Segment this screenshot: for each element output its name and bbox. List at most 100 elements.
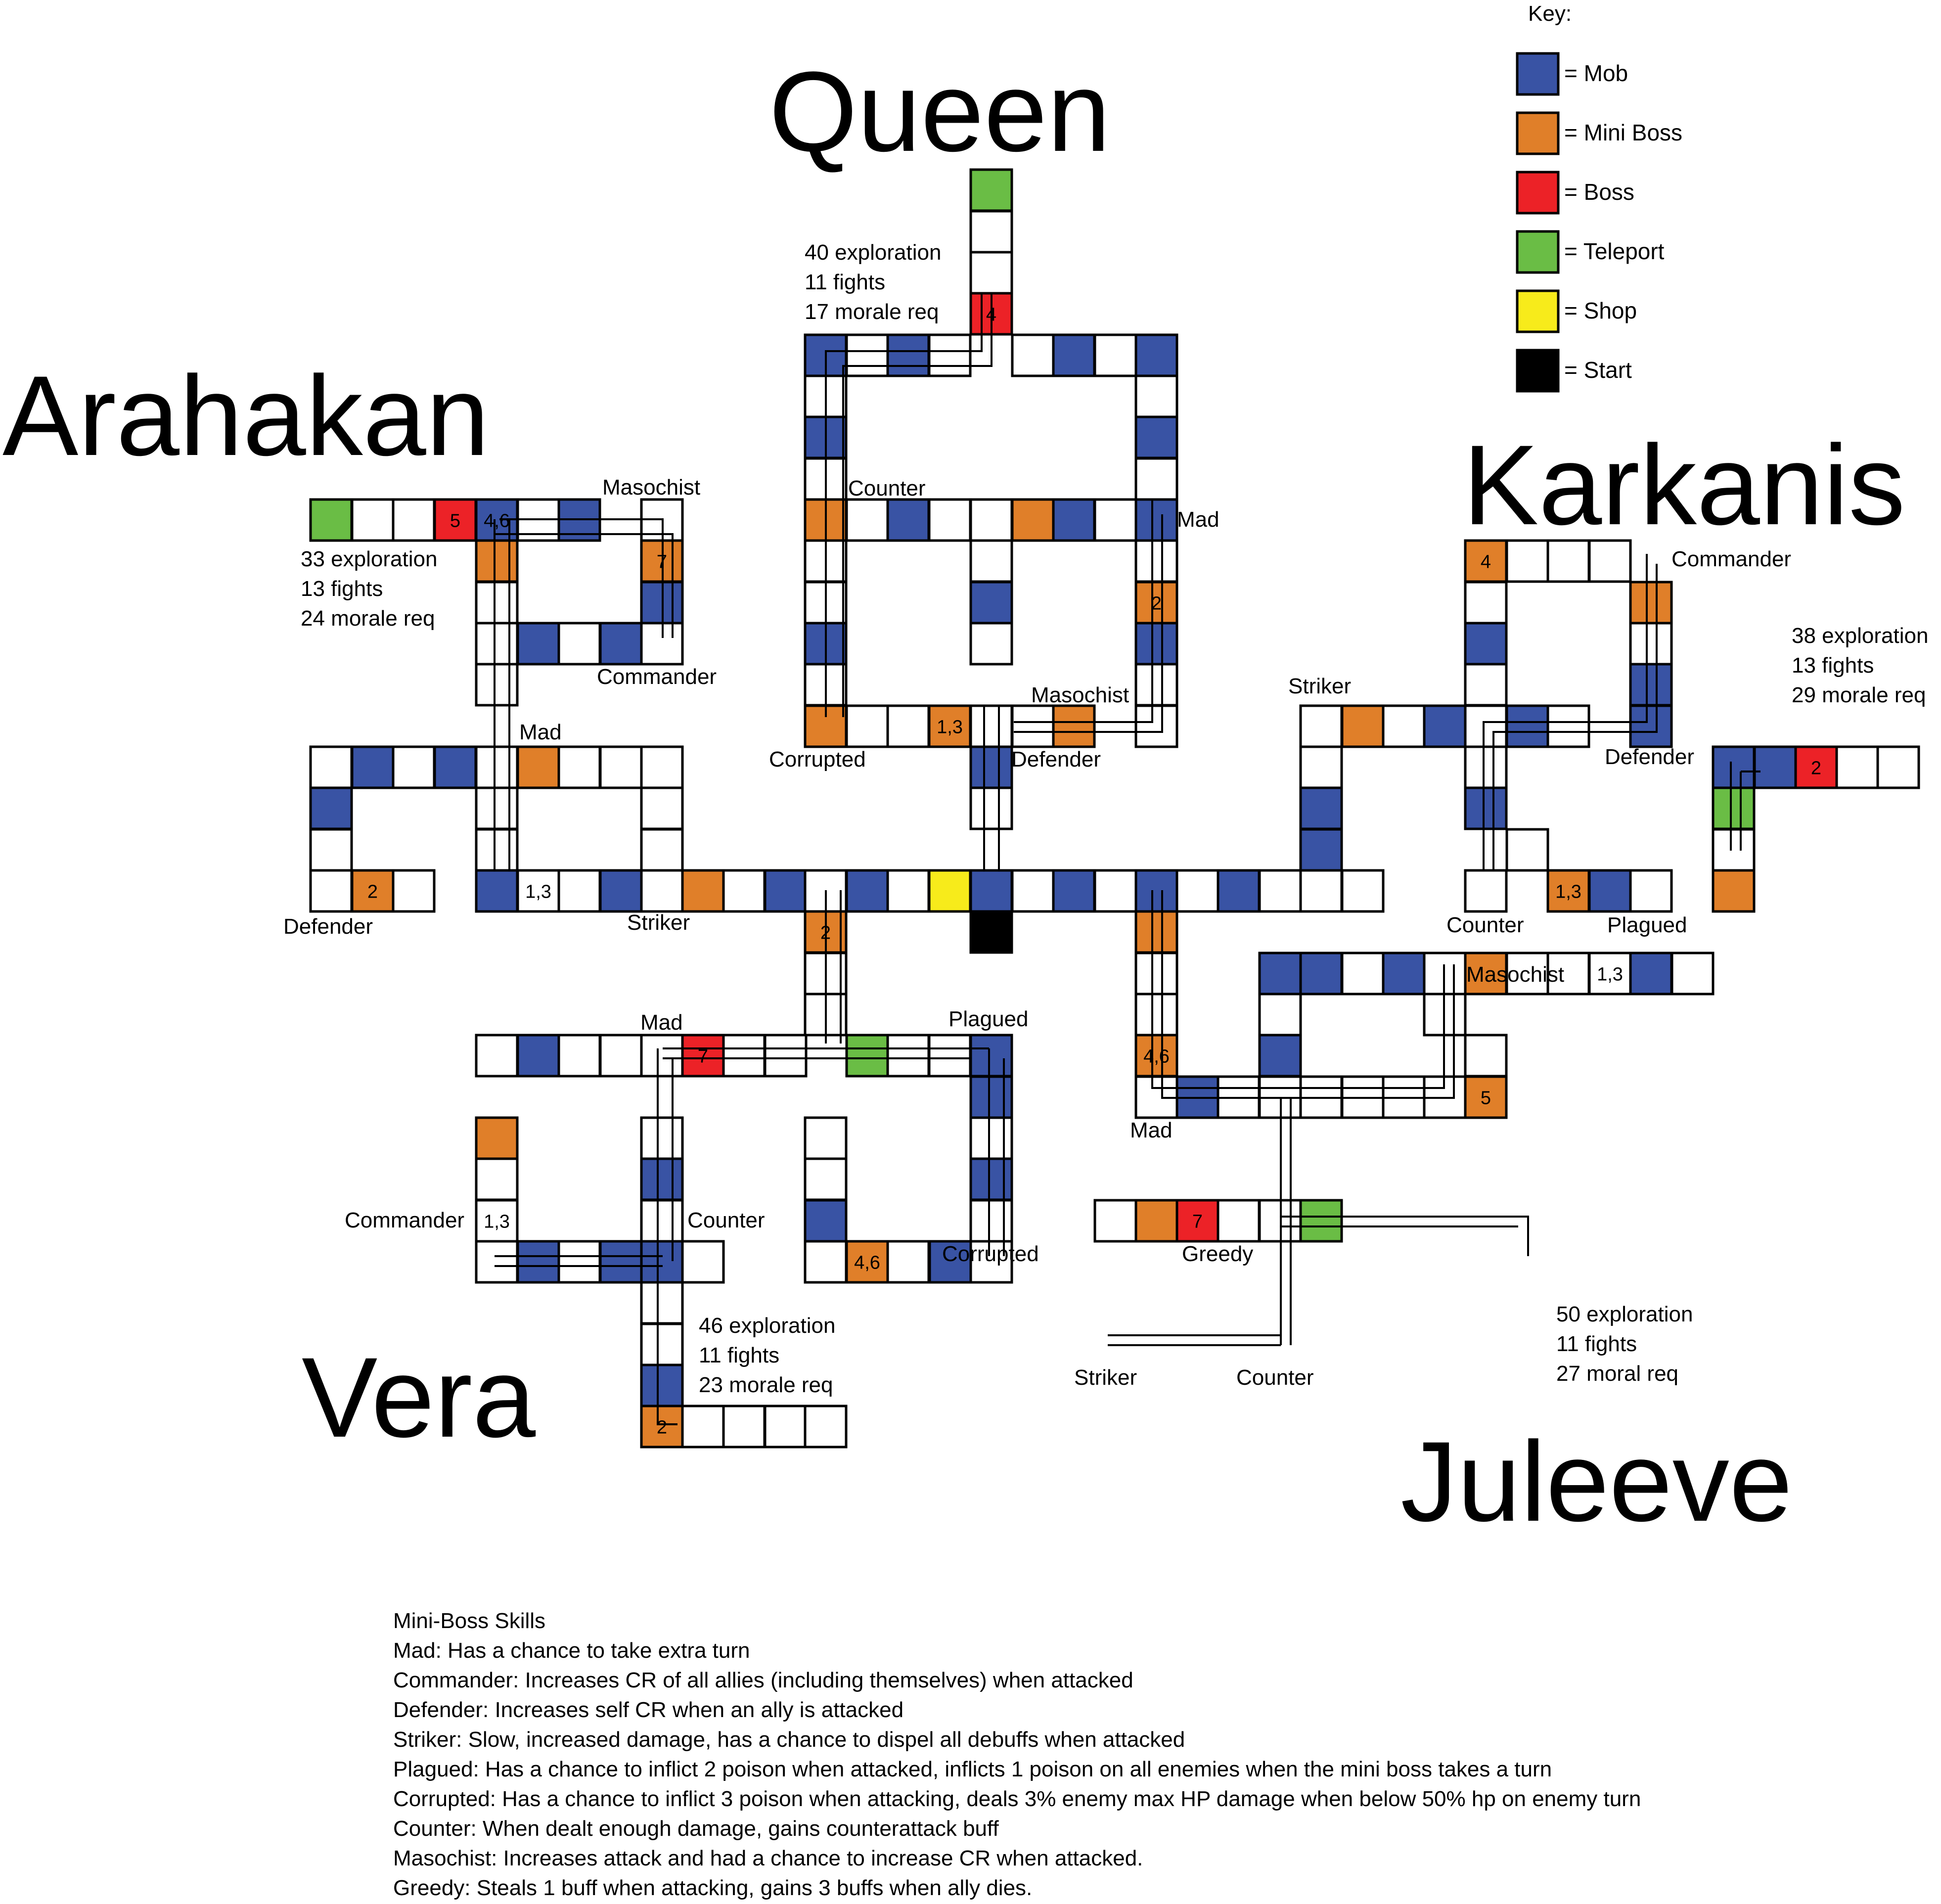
cell-empty bbox=[557, 745, 601, 789]
mini-boss-label: Greedy bbox=[1182, 1242, 1253, 1266]
cell-mob bbox=[351, 745, 395, 789]
route-line bbox=[1281, 1216, 1529, 1256]
cell-empty bbox=[1546, 704, 1590, 748]
cell-empty bbox=[475, 786, 519, 830]
route-line bbox=[1014, 514, 1163, 733]
mini-boss-label: Defender bbox=[1605, 745, 1694, 769]
cell-empty bbox=[1093, 498, 1137, 542]
skill-corrupted: Corrupted: Has a chance to inflict 3 poi… bbox=[393, 1787, 1641, 1811]
cell-empty bbox=[1629, 869, 1673, 913]
cell-empty bbox=[475, 663, 519, 707]
cell-mob bbox=[1464, 622, 1508, 666]
cell-mob bbox=[1258, 1034, 1302, 1078]
skill-plagued: Plagued: Has a chance to inflict 2 poiso… bbox=[393, 1757, 1552, 1781]
cell-empty bbox=[640, 828, 684, 872]
cell-empty bbox=[969, 1240, 1013, 1284]
mini-boss-label: Commander bbox=[597, 665, 717, 689]
region-title: Vera bbox=[302, 1334, 536, 1461]
key-swatch-boss bbox=[1516, 171, 1560, 215]
cell-empty bbox=[1464, 663, 1508, 707]
cell-mob bbox=[1134, 869, 1178, 913]
cell-empty bbox=[928, 498, 972, 542]
key-label: = Mob bbox=[1564, 60, 1628, 86]
cell-empty bbox=[1505, 828, 1549, 872]
mini-boss-label: Mad bbox=[640, 1010, 683, 1035]
cell-empty bbox=[722, 869, 766, 913]
cell-number: 5 bbox=[450, 511, 460, 532]
cell-empty bbox=[1299, 869, 1343, 913]
cell-mob bbox=[969, 581, 1013, 625]
cell-empty bbox=[969, 704, 1013, 748]
cell-empty bbox=[309, 828, 353, 872]
mini-boss-label: Defender bbox=[283, 914, 373, 939]
mini-boss-label: Counter bbox=[1236, 1365, 1314, 1390]
cell-empty bbox=[475, 745, 519, 789]
cell-empty bbox=[804, 1240, 848, 1284]
cell-mob bbox=[475, 869, 519, 913]
region-stat: 40 exploration bbox=[805, 240, 941, 265]
cell-empty bbox=[1341, 952, 1385, 996]
cell-empty bbox=[1093, 333, 1137, 377]
cell-empty bbox=[475, 622, 519, 666]
mini-boss-label: Corrupted bbox=[942, 1242, 1039, 1266]
cell-empty bbox=[804, 1157, 848, 1201]
cell-empty bbox=[640, 1199, 684, 1243]
cell-teleport bbox=[309, 498, 353, 542]
cell-mini-boss bbox=[1712, 869, 1756, 913]
cell-empty bbox=[969, 251, 1013, 295]
skill-greedy: Greedy: Steals 1 buff when attacking, ga… bbox=[393, 1876, 1033, 1900]
region-title: Arahakan bbox=[2, 352, 490, 479]
cell-teleport bbox=[1299, 1199, 1343, 1243]
cell-empty bbox=[928, 333, 972, 377]
cell-mob bbox=[516, 622, 560, 666]
cell-mob bbox=[969, 745, 1013, 789]
route-line bbox=[1014, 499, 1153, 723]
mini-boss-label: Counter bbox=[1446, 913, 1524, 937]
cell-empty bbox=[764, 1034, 808, 1078]
region-stat: 11 fights bbox=[699, 1343, 779, 1367]
cell-mob bbox=[516, 1034, 560, 1078]
cell-empty bbox=[1464, 869, 1508, 913]
skill-counter: Counter: When dealt enough damage, gains… bbox=[393, 1816, 999, 1841]
cell-empty bbox=[1134, 993, 1178, 1037]
key-swatch-mob bbox=[1516, 52, 1560, 96]
cell-teleport bbox=[1712, 786, 1756, 830]
region-stat: 27 moral req bbox=[1556, 1361, 1678, 1386]
skill-striker: Striker: Slow, increased damage, has a c… bbox=[393, 1727, 1185, 1752]
cell-empty bbox=[557, 1034, 601, 1078]
cell-empty bbox=[392, 498, 436, 542]
cell-empty bbox=[475, 828, 519, 872]
route-line bbox=[499, 518, 664, 638]
cell-number: 4 bbox=[1481, 552, 1491, 573]
cell-mob bbox=[640, 1157, 684, 1201]
key-label: = Start bbox=[1564, 357, 1632, 383]
cell-mini-boss bbox=[1629, 581, 1673, 625]
mini-boss-label: Striker bbox=[1074, 1365, 1137, 1390]
cell-mini-boss bbox=[928, 704, 972, 748]
cell-mob bbox=[1629, 704, 1673, 748]
map-key: Key:= Mob= Mini Boss= Boss= Teleport= Sh… bbox=[1516, 1, 1682, 393]
cell-empty bbox=[1011, 869, 1055, 913]
cell-empty bbox=[722, 1034, 766, 1078]
route-lines bbox=[494, 293, 1760, 1425]
key-label: = Mini Boss bbox=[1564, 120, 1682, 145]
cell-mob bbox=[640, 1240, 684, 1284]
cell-mini-boss bbox=[475, 539, 519, 583]
cell-empty bbox=[599, 745, 643, 789]
cell-empty bbox=[1835, 745, 1879, 789]
mini-boss-label: Masochist bbox=[1466, 962, 1564, 987]
cell-empty bbox=[886, 1034, 930, 1078]
cell-empty bbox=[475, 1240, 519, 1284]
cell-empty bbox=[886, 869, 930, 913]
route-line bbox=[657, 1048, 677, 1425]
cell-empty bbox=[1175, 869, 1219, 913]
cell-empty bbox=[1134, 663, 1178, 707]
cell-empty bbox=[886, 704, 930, 748]
cell-empty bbox=[1134, 457, 1178, 501]
cell-empty bbox=[475, 1157, 519, 1201]
cell-mini-boss bbox=[1546, 869, 1590, 913]
cell-empty bbox=[1134, 952, 1178, 996]
route-line bbox=[1492, 564, 1658, 870]
mini-boss-label: Mad bbox=[1130, 1118, 1173, 1142]
